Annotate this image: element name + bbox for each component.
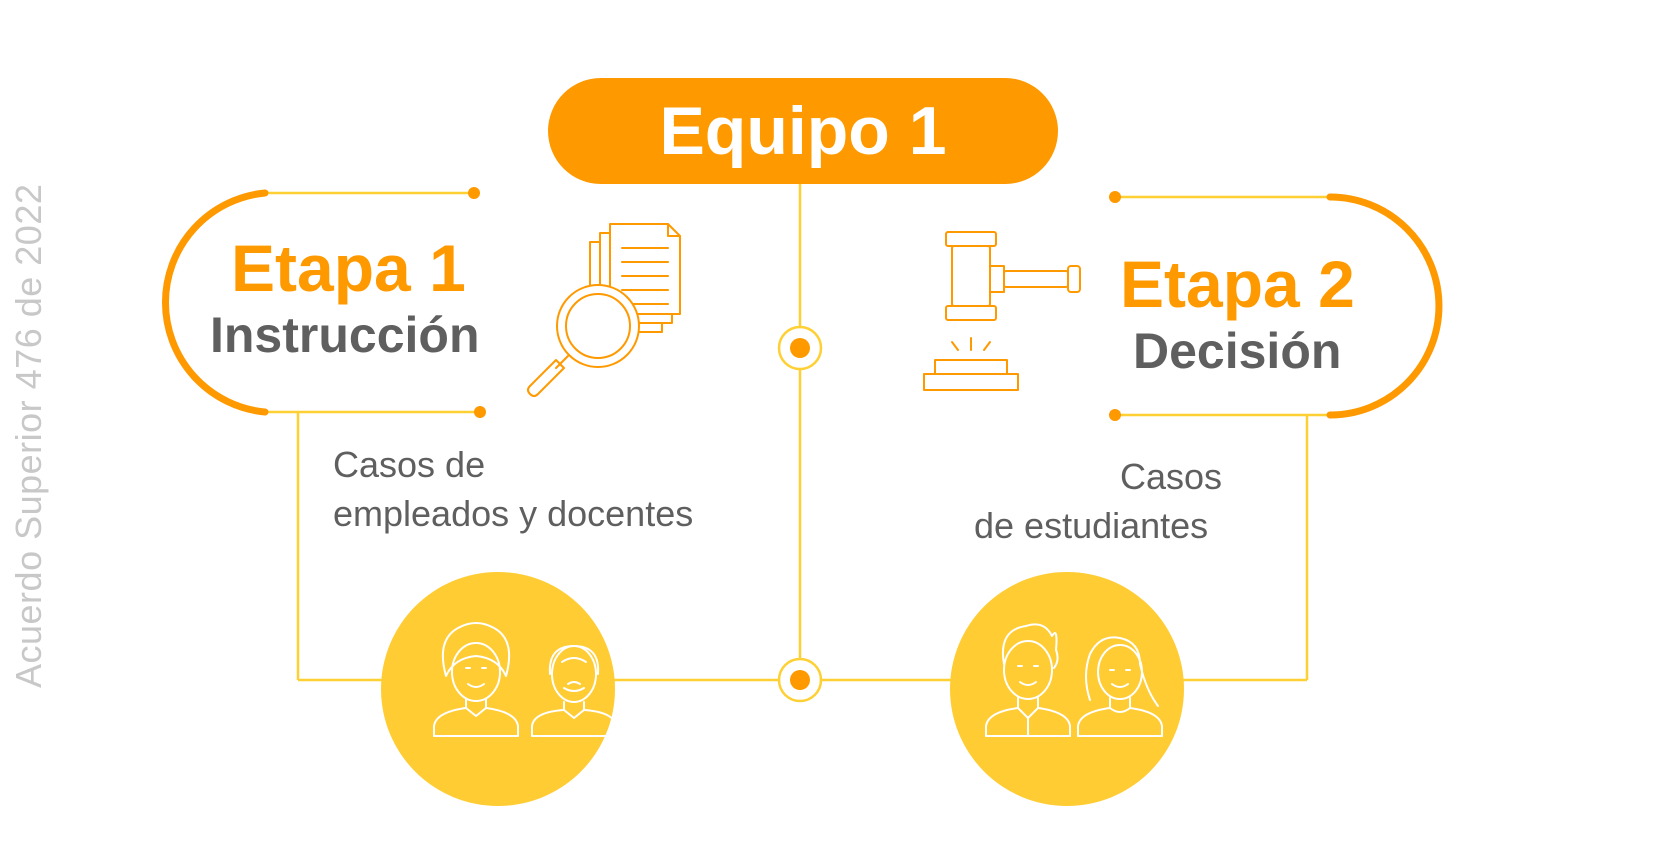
gavel-icon [923,231,1081,391]
stage1-bottom-dot [474,406,486,418]
stage2-bottom-dot [1109,409,1121,421]
team-label: Equipo 1 [659,93,947,169]
stage2-top-dot [1109,191,1121,203]
central-node-bottom [777,657,823,703]
stage1-arc [161,189,269,416]
stage2-title: Etapa 2 [1120,247,1355,321]
group2-circle [950,572,1184,806]
employees-teachers-icon [433,622,617,737]
team-pill: Equipo 1 [548,78,1058,184]
stage2-cases-line1: Casos [1120,456,1223,497]
group1-circle [381,572,615,806]
stage1-cases-line1: Casos de [333,444,486,485]
stage2-subtitle: Decisión [1133,323,1342,379]
side-note: Acuerdo Superior 476 de 2022 [8,183,49,688]
students-icon [985,623,1163,737]
stage1-cases-line2: empleados y docentes [333,493,694,534]
stage2-arc [1326,193,1443,419]
stage1-title: Etapa 1 [231,231,466,305]
stage1-subtitle: Instrucción [210,307,480,363]
document-magnifier-icon [527,223,681,397]
central-node-top [777,325,823,371]
stage1-top-dot [468,187,480,199]
stage2-cases-line2: de estudiantes [974,505,1209,546]
